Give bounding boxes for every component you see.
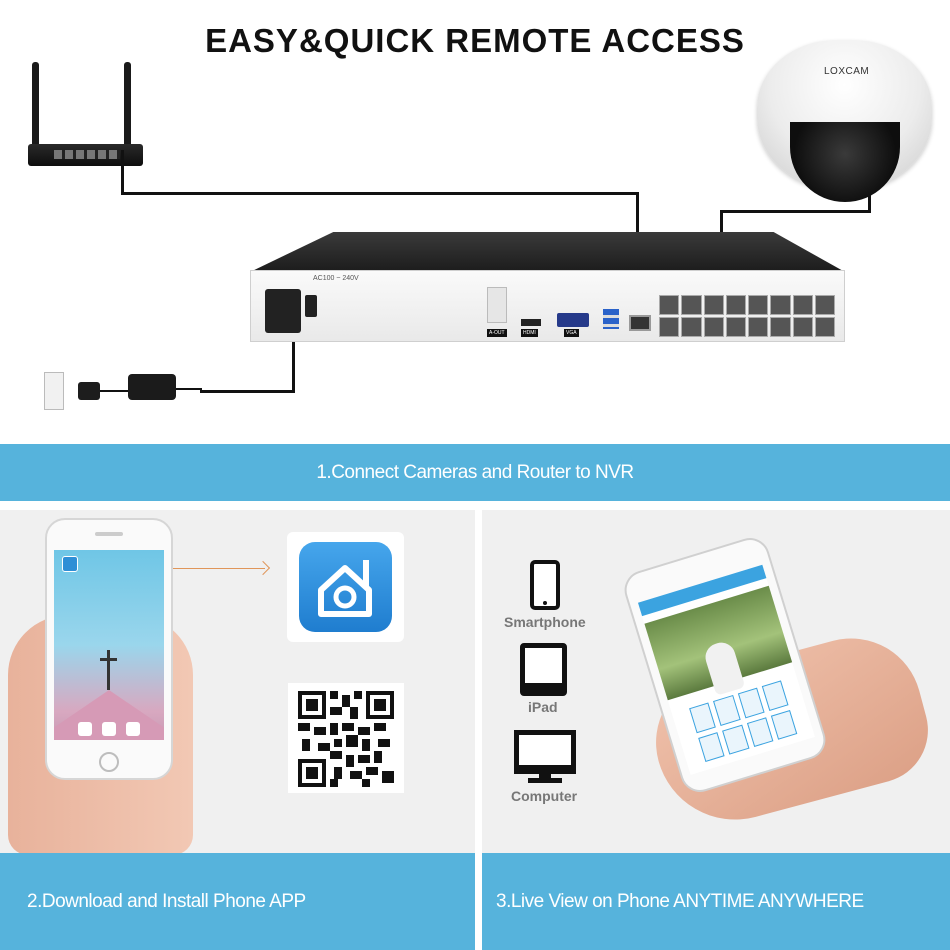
audio-port <box>487 287 507 323</box>
router-cable <box>121 150 124 195</box>
router-cable <box>121 192 639 195</box>
adapter-cable <box>176 388 202 390</box>
ipad-label: iPad <box>528 699 558 715</box>
power-socket <box>265 289 301 333</box>
camera-cable <box>720 210 871 213</box>
arrow-connector <box>85 568 265 569</box>
vga-port <box>557 313 589 327</box>
router-image <box>28 62 143 172</box>
vga-port-label: VGA <box>564 329 579 337</box>
hdmi-port-label: HDMI <box>521 329 538 337</box>
app-icon <box>287 532 404 642</box>
poe-ports <box>659 295 835 337</box>
tablet-icon <box>520 643 567 696</box>
step-3-banner: 3.Live View on Phone ANYTIME ANYWHERE <box>482 853 950 950</box>
power-adapter-image <box>128 374 176 400</box>
computer-label: Computer <box>511 788 578 804</box>
power-label: AC100 ~ 240V <box>313 275 359 282</box>
qr-code-image <box>288 683 404 793</box>
nvr-image: AC100 ~ 240V A-OUT HDMI VGA <box>250 232 845 347</box>
monitor-icon <box>514 730 576 782</box>
home-camera-icon <box>318 560 372 617</box>
audio-port-label: A-OUT <box>487 329 507 337</box>
adapter-cable <box>100 390 130 392</box>
power-plug-image <box>78 382 100 400</box>
step-2-banner: 2.Download and Install Phone APP <box>0 853 475 950</box>
camera-brand-logo: LOXCAM <box>824 66 870 77</box>
power-cable <box>292 335 295 393</box>
power-switch <box>305 295 317 317</box>
step-1-banner: 1.Connect Cameras and Router to NVR <box>0 444 950 501</box>
dome-camera-image: LOXCAM <box>752 30 937 205</box>
wall-outlet-image <box>44 372 64 410</box>
smartphone-label: Smartphone <box>504 614 586 630</box>
usb-ports <box>603 309 619 329</box>
app-shortcut-icon <box>62 556 78 572</box>
lan-port <box>629 315 651 331</box>
phone-home-screen-image <box>45 518 173 780</box>
page-title: EASY&QUICK REMOTE ACCESS <box>205 22 745 59</box>
home-button-icon <box>99 752 119 772</box>
hdmi-port <box>521 319 541 326</box>
power-cable <box>200 390 295 393</box>
smartphone-icon <box>530 560 560 610</box>
monitor-stand <box>528 778 562 783</box>
